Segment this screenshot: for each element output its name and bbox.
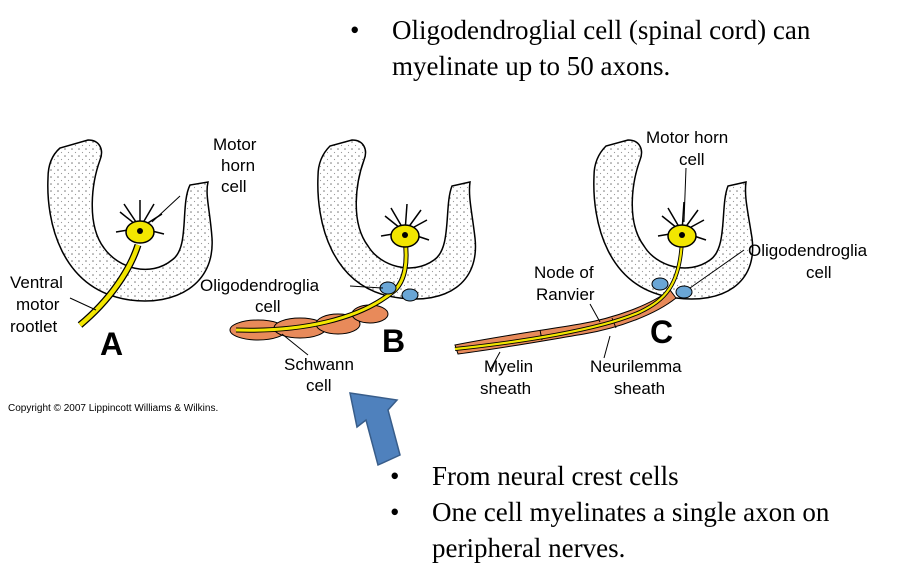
label-neurilemma-2: sheath <box>614 379 665 398</box>
motor-neuron-c <box>657 201 707 248</box>
panel-letter-c: C <box>650 314 673 350</box>
spinal-cord-section-a <box>47 139 213 302</box>
label-motor-horn-a-1: Motor <box>213 135 257 154</box>
label-node-2: Ranvier <box>536 285 595 304</box>
bullet-item: • From neural crest cells <box>390 458 910 494</box>
label-ventral-3: rootlet <box>10 317 58 336</box>
label-neurilemma-1: Neurilemma <box>590 357 682 376</box>
oligodendroglia-b <box>379 281 419 302</box>
bullet-glyph: • <box>350 15 360 45</box>
label-ventral-2: motor <box>16 295 60 314</box>
label-motor-horn-a-2: horn <box>221 156 255 175</box>
bullet-text: Oligodendroglial cell (spinal cord) can … <box>392 15 811 81</box>
pointer-arrow <box>349 392 401 467</box>
panel-a: Motor horn cell Ventral motor rootlet A <box>10 135 257 362</box>
panel-c: Motor horn cell Node of Ranvier Oligoden… <box>454 128 868 398</box>
label-oligo-c-1: Oligodendroglia <box>748 241 868 260</box>
label-motor-horn-a-3: cell <box>221 177 247 196</box>
motor-neuron-a <box>115 200 165 244</box>
bullet-glyph: • <box>390 461 400 491</box>
bullet-item: • Oligodendroglial cell (spinal cord) ca… <box>350 12 910 84</box>
label-myelin-2: sheath <box>480 379 531 398</box>
oligodendroglia-c <box>651 277 693 299</box>
copyright-notice: Copyright © 2007 Lippincott Williams & W… <box>8 403 219 414</box>
label-schwann-2: cell <box>306 376 332 395</box>
bullet-glyph: • <box>390 497 400 527</box>
bottom-bullet-list: • From neural crest cells • One cell mye… <box>390 458 910 566</box>
bullet-text: From neural crest cells <box>432 461 679 491</box>
panel-letter-a: A <box>100 326 123 362</box>
top-bullet-list: • Oligodendroglial cell (spinal cord) ca… <box>350 12 910 84</box>
motor-neuron-b <box>380 203 430 248</box>
bullet-item: • One cell myelinates a single axon on p… <box>390 494 910 566</box>
label-oligo-c-2: cell <box>806 263 832 282</box>
bullet-text: One cell myelinates a single axon on per… <box>432 497 830 563</box>
panel-letter-b: B <box>382 323 405 359</box>
panel-b: Oligodendroglia cell Schwann cell B <box>200 139 477 395</box>
label-oligo-b-2: cell <box>255 297 281 316</box>
spinal-cord-section-c <box>593 139 754 300</box>
label-node-1: Node of <box>534 263 594 282</box>
label-ventral-1: Ventral <box>10 273 63 292</box>
label-schwann-1: Schwann <box>284 355 354 374</box>
label-motor-horn-c-2: cell <box>679 150 705 169</box>
spinal-cord-section-b <box>317 139 477 300</box>
label-myelin-1: Myelin <box>484 357 533 376</box>
label-oligo-b-1: Oligodendroglia <box>200 276 320 295</box>
label-motor-horn-c-1: Motor horn <box>646 128 728 147</box>
